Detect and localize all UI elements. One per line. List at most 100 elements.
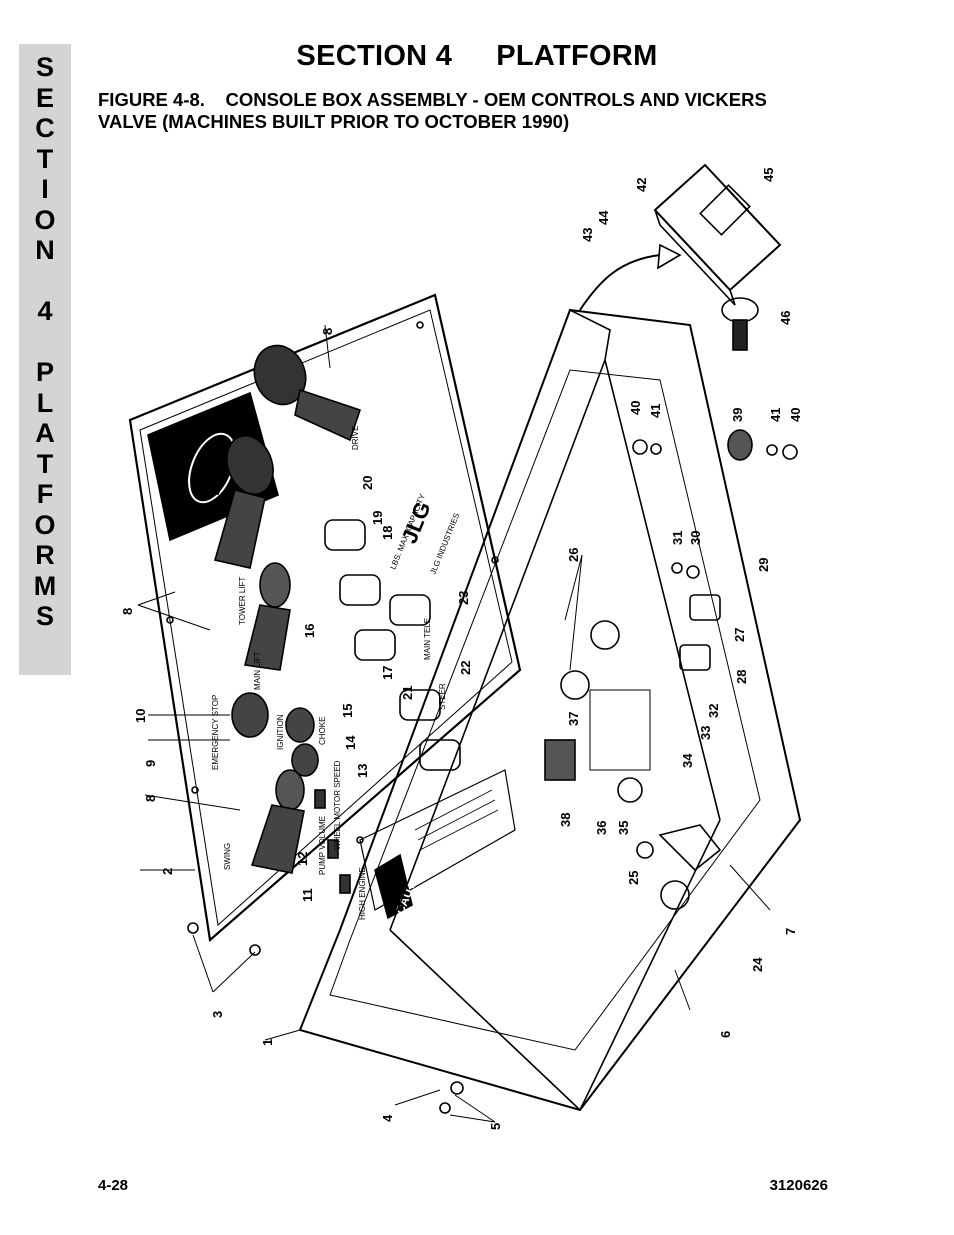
- callout-20: 20: [360, 476, 375, 490]
- label-drive: DRIVE: [351, 426, 360, 450]
- callout-22: 22: [458, 661, 473, 675]
- joystick-swing: [250, 769, 305, 874]
- label-wheel-motor-speed: WHEEL MOTOR SPEED: [333, 760, 342, 850]
- callout-13: 13: [355, 764, 370, 778]
- callout-15: 15: [340, 704, 355, 718]
- callout-43: 43: [580, 228, 595, 242]
- label-ignition: IGNITION: [276, 714, 285, 750]
- console-box-exploded-drawing: DANGER CAUTION JLG LBS. MAX. CAPACITY JL…: [120, 163, 803, 1130]
- side-letter: R: [35, 540, 55, 570]
- label-high-engine: HIGH ENGINE: [358, 867, 367, 920]
- side-letter: C: [35, 113, 55, 143]
- callout-17: 17: [380, 666, 395, 680]
- side-letter: M: [33, 570, 57, 601]
- side-letter: S: [35, 52, 54, 82]
- side-letter: T: [36, 448, 54, 479]
- callout-24: 24: [750, 957, 765, 972]
- hardware-parts: [187, 429, 798, 1114]
- callout-7: 7: [783, 928, 798, 935]
- label-swing: SWING: [223, 843, 232, 870]
- side-tab-letters: S E C T I O N 4 P L A T F O R M S: [19, 52, 71, 632]
- joystick-drive: [253, 344, 362, 442]
- callout-46: 46: [778, 311, 793, 325]
- toggle-switches: [314, 789, 351, 894]
- callout-1: 1: [260, 1039, 275, 1046]
- callout-32: 32: [706, 704, 721, 718]
- callout-9: 9: [143, 760, 158, 767]
- section-name: PLATFORM: [496, 40, 658, 72]
- callout-3: 3: [210, 1011, 225, 1018]
- callout-44: 44: [596, 210, 611, 225]
- side-letter: A: [35, 418, 55, 448]
- caution-decal: CAUTION: [359, 769, 516, 920]
- section-header: SECTION 4 PLATFORM: [0, 40, 954, 73]
- hand-valves: [324, 519, 461, 771]
- callout-35: 35: [616, 821, 631, 835]
- callout-12: 12: [295, 852, 310, 866]
- side-letter: O: [34, 509, 56, 540]
- side-letter: I: [41, 174, 49, 204]
- label-main-tele: MAIN TELE: [423, 618, 432, 660]
- label-tower-lift: TOWER LIFT: [238, 577, 247, 625]
- callout-28: 28: [734, 670, 749, 684]
- figure-title-line2: VALVE (MACHINES BUILT PRIOR TO OCTOBER 1…: [98, 111, 570, 132]
- side-letter: S: [35, 601, 54, 631]
- side-letter: L: [36, 387, 54, 418]
- side-letter: F: [36, 479, 54, 509]
- side-letter: E: [35, 82, 54, 113]
- label-steer: STEER: [438, 683, 447, 710]
- callout-19: 19: [370, 511, 385, 525]
- callout-5: 5: [488, 1123, 503, 1130]
- callout-10: 10: [133, 709, 148, 723]
- company-text: JLG INDUSTRIES: [429, 512, 462, 576]
- callout-45: 45: [761, 168, 776, 182]
- knob-ignition: [285, 707, 315, 743]
- joystick-main-lift: [244, 562, 291, 671]
- callout-numbers: 1 2 3 4 5 6 7 8 8 8 9 10 11 12 13 14 15 …: [120, 168, 803, 1130]
- side-letter: N: [35, 235, 55, 265]
- callout-31: 31: [670, 531, 685, 545]
- callout-39: 39: [730, 408, 745, 422]
- callout-11: 11: [300, 888, 315, 902]
- side-letter: O: [34, 204, 56, 235]
- callout-23: 23: [456, 591, 471, 605]
- callout-34: 34: [680, 753, 695, 768]
- callout-4: 4: [380, 1114, 395, 1122]
- side-letter: [19, 327, 71, 358]
- callout-18: 18: [380, 526, 395, 540]
- callout-8-low: 8: [143, 795, 158, 802]
- callout-36: 36: [594, 821, 609, 835]
- leader-lines: [137, 324, 771, 1123]
- callout-8-top: 8: [320, 328, 335, 335]
- knob-choke: [291, 743, 319, 777]
- callout-33: 33: [698, 726, 713, 740]
- callout-2: 2: [160, 868, 175, 875]
- callout-30: 30: [688, 531, 703, 545]
- figure-title: FIGURE 4-8. CONSOLE BOX ASSEMBLY - OEM C…: [98, 89, 818, 133]
- callout-27: 27: [732, 628, 747, 642]
- console-box-body: [298, 308, 802, 1112]
- side-letter: 4: [37, 296, 53, 326]
- label-choke: CHOKE: [318, 717, 327, 745]
- callout-40-left: 40: [628, 401, 643, 415]
- callout-8-mid: 8: [120, 608, 135, 615]
- section-label: SECTION 4: [296, 40, 453, 72]
- callout-26: 26: [566, 548, 581, 562]
- callout-21: 21: [400, 686, 415, 700]
- callout-37: 37: [566, 712, 581, 726]
- callout-42: 42: [634, 178, 649, 192]
- figure-title-line1: FIGURE 4-8. CONSOLE BOX ASSEMBLY - OEM C…: [98, 89, 767, 110]
- callout-29: 29: [756, 558, 771, 572]
- section-side-tab: S E C T I O N 4 P L A T F O R M S: [19, 44, 71, 675]
- callout-6: 6: [718, 1031, 733, 1038]
- label-pump-volume: PUMP VOLUME: [318, 816, 327, 875]
- label-emergency-stop: EMERGENCY STOP: [211, 695, 220, 770]
- callout-38: 38: [558, 813, 573, 827]
- joystick-tower-lift: [213, 435, 274, 569]
- callout-41-right: 41: [768, 408, 783, 422]
- document-number: 3120626: [769, 1177, 828, 1194]
- side-letter: P: [35, 357, 54, 387]
- callout-40-right: 40: [788, 408, 803, 422]
- page-number: 4-28: [98, 1177, 129, 1194]
- callout-25: 25: [626, 871, 641, 885]
